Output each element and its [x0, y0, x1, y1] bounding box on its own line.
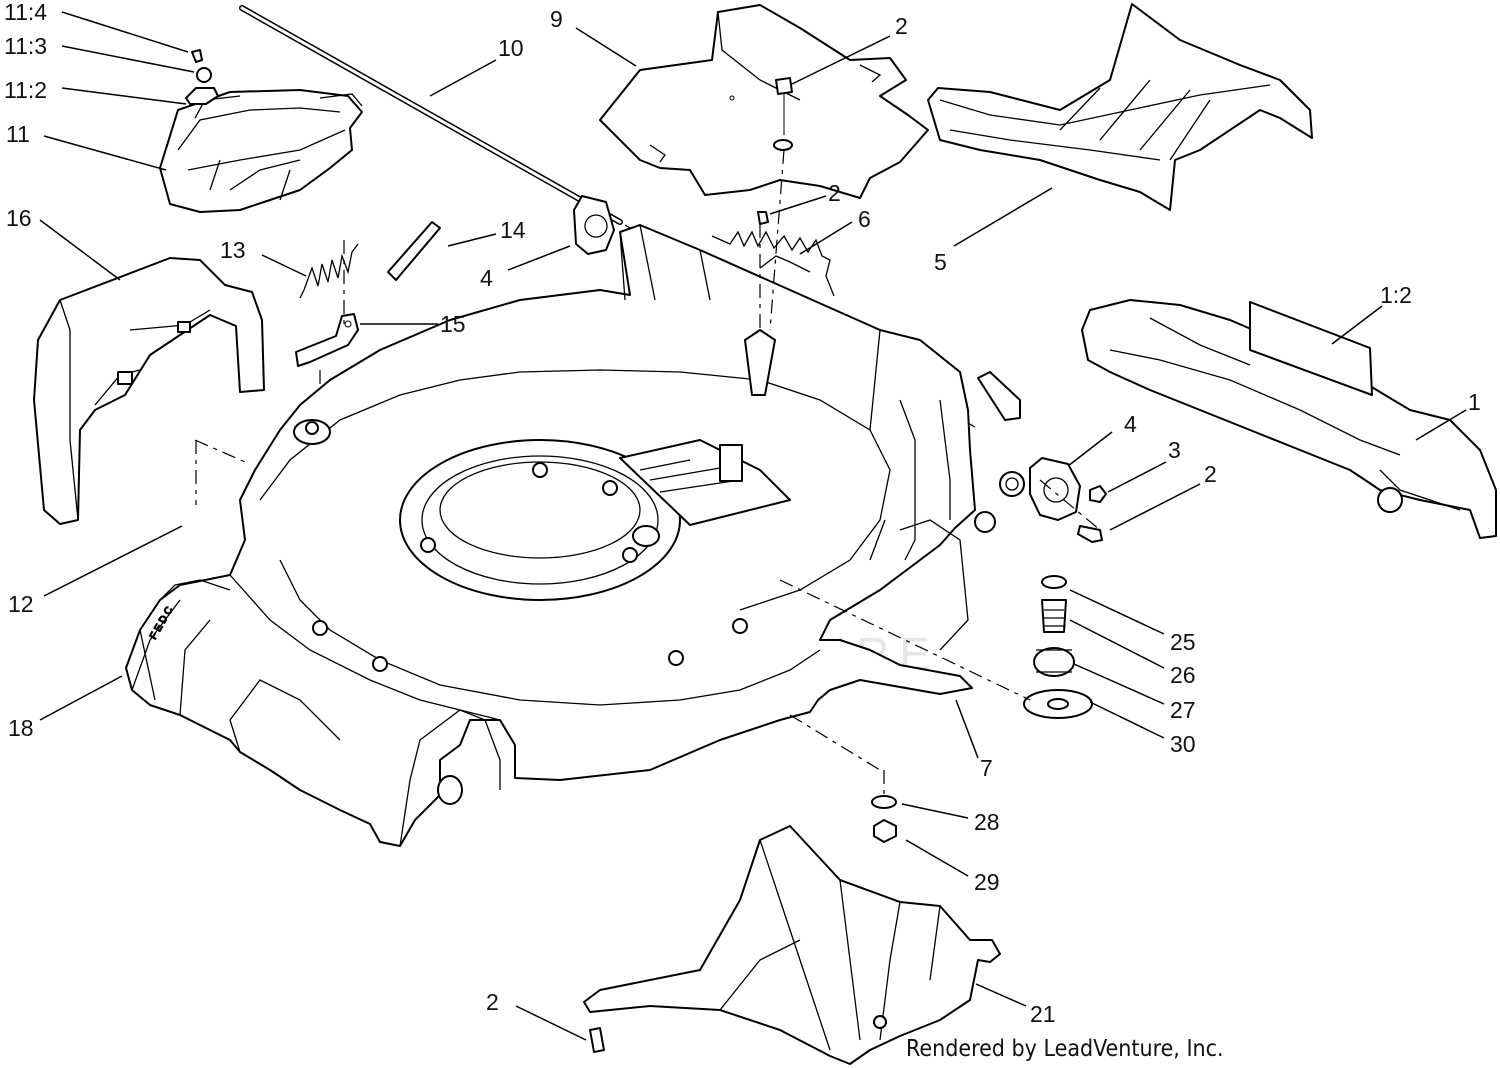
part-21-discharge-chute: [583, 825, 1001, 1065]
callout-11-4: 11:4: [4, 0, 47, 25]
callout-21: 21: [1030, 1001, 1056, 1027]
callout-12: 12: [8, 591, 34, 617]
part-30-blade-adapter: [1023, 689, 1093, 719]
part-14-pin: [387, 221, 441, 281]
callout-15: 15: [440, 311, 466, 337]
callout-11-2: 11:2: [4, 77, 47, 103]
callout-2-top: 2: [895, 13, 908, 39]
part-4-bearing-plate-upper: [573, 195, 615, 255]
part-28-washer: [871, 795, 897, 809]
callout-27: 27: [1170, 697, 1196, 723]
callout-1-2: 1:2: [1380, 282, 1412, 308]
credit-text: Rendered by LeadVenture, Inc.: [906, 1036, 1224, 1062]
part-11-handle-bracket: [159, 49, 363, 213]
part-6-spring: [711, 211, 835, 297]
part-13-spring: [299, 243, 359, 299]
callout-1: 1: [1468, 389, 1481, 415]
callout-2-right: 2: [1204, 461, 1217, 487]
part-18-mower-deck: F E D C: [125, 224, 1025, 847]
part-26-spacer: [1041, 599, 1067, 633]
callout-11-3: 11:3: [4, 33, 47, 59]
callout-6: 6: [858, 206, 871, 232]
callout-14: 14: [500, 217, 526, 243]
callout-5: 5: [934, 249, 947, 275]
callout-10: 10: [498, 35, 524, 61]
part-1-rear-bracket: [1081, 299, 1497, 539]
callout-3: 3: [1168, 437, 1181, 463]
part-25-washer: [1041, 575, 1067, 589]
callout-28: 28: [974, 809, 1000, 835]
callout-25: 25: [1170, 629, 1196, 655]
callout-2-spring: 2: [828, 180, 841, 206]
callout-30: 30: [1170, 731, 1196, 757]
callout-16: 16: [6, 205, 32, 231]
part-3-nut: [1089, 485, 1107, 503]
part-5-mulch-plug: [927, 3, 1313, 211]
part-27-gear: [1033, 647, 1075, 677]
part-4-bearing-plate-lower: [1029, 457, 1081, 521]
callout-26: 26: [1170, 662, 1196, 688]
part-29-nut: [873, 819, 897, 843]
callout-2-bottom: 2: [486, 989, 499, 1015]
callout-18: 18: [8, 715, 34, 741]
part-16-side-flap: [33, 257, 265, 525]
callout-4-lower: 4: [1124, 411, 1137, 437]
part-15-bracket: [295, 313, 359, 367]
callout-9: 9: [550, 6, 563, 32]
part-9-baffle-plate: [599, 4, 929, 199]
callout-13: 13: [220, 237, 246, 263]
part-2-bolt-right: [1077, 525, 1103, 543]
callout-29: 29: [974, 869, 1000, 895]
callout-leaders: [39, 11, 1467, 1041]
callout-11: 11: [6, 121, 30, 147]
callout-7: 7: [980, 755, 993, 781]
callout-4-upper: 4: [480, 265, 493, 291]
callout-labels: 11:4 11:3 11:2 11 16 13 14 15 10 9 2 2 6…: [4, 0, 1481, 1027]
